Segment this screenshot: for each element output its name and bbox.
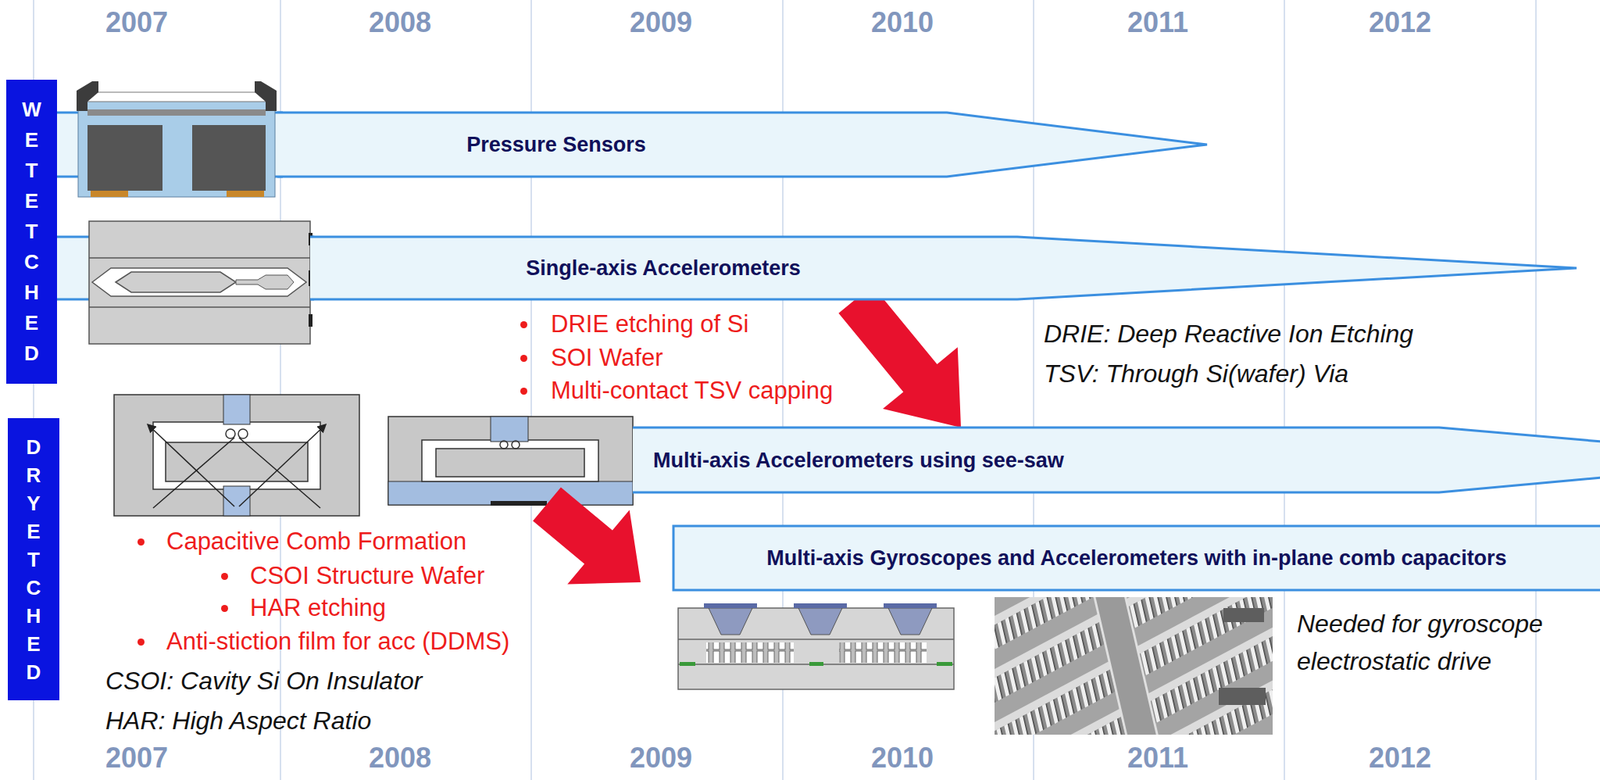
band-outline [632,427,1600,493]
timeline-band: Multi-axis Gyroscopes and Accelerometers… [640,525,1600,590]
comb-sem-photo [994,596,1273,735]
year-label: 2012 [1368,6,1432,39]
band-outline [310,236,1577,300]
process-step: Capacitive Comb Formation [166,526,467,556]
process-step: DRIE etching of Si [550,309,749,339]
process-step: CSOI Structure Wafer [250,560,485,590]
see-saw-accelerometer-figure [114,394,360,516]
gyroscope-cross-section [678,603,954,690]
year-label: 2012 [1368,741,1432,774]
process-step: SOI Wafer [550,342,664,372]
year-label: 2011 [1127,741,1189,774]
bullet-dot [520,354,528,362]
band-outline [673,525,1600,590]
bullet-dot [221,572,229,580]
band-fill [673,525,1600,590]
transition-arrow [532,487,641,585]
bullet-dot [221,604,229,612]
year-label: 2009 [629,6,693,39]
band-title: Multi-axis Accelerometers using see-saw [653,447,1065,473]
bullet-dot [520,387,528,395]
year-label: 2009 [629,741,693,774]
timeline-band: Multi-axis Accelerometers using see-saw [388,427,1600,504]
pressure-sensor-figure [76,81,277,197]
year-label: 2007 [105,6,168,39]
abbreviation-note: TSV: Through Si(wafer) Via [1043,358,1349,389]
year-label: 2008 [368,741,432,774]
year-label: 2011 [1127,6,1189,39]
transition-arrow [838,285,961,428]
process-step: Multi-contact TSV capping [550,375,833,405]
band-fill [310,236,1577,300]
process-label-box: WET ETCHED [6,79,58,384]
abbreviation-note: CSOI: Cavity Si On Insulator [105,665,422,696]
vertical-label: DRY ETCHED [23,432,44,686]
process-label-box: DRY ETCHED [7,417,60,700]
abbreviation-note: HAR: High Aspect Ratio [105,705,372,736]
timeline-band: Single-axis Accelerometers [310,236,1577,300]
year-label: 2008 [368,6,432,39]
year-label: 2010 [871,6,934,39]
band-outline [277,112,1208,177]
bullet-dot [520,321,528,329]
process-step: Anti-stiction film for acc (DDMS) [166,626,510,656]
band-shape [310,236,1577,300]
process-step: HAR etching [250,592,386,622]
year-label: 2007 [105,741,168,774]
band-shape [277,112,1208,177]
abbreviation-note: DRIE: Deep Reactive Ion Etching [1043,318,1414,349]
band-title: Pressure Sensors [466,132,647,158]
year-label: 2010 [871,741,934,774]
bullet-dot [137,538,145,546]
annotation-note: Needed for gyroscope electrostatic drive [1296,604,1600,680]
see-saw-capped-figure [388,416,633,506]
band-fill [277,112,1208,177]
band-fill [632,427,1600,493]
single-axis-accelerometer-figure [89,221,313,344]
bullet-dot [137,638,145,646]
vertical-label: WET ETCHED [21,94,43,369]
band-title: Multi-axis Gyroscopes and Accelerometers… [766,545,1507,571]
band-title: Single-axis Accelerometers [525,255,801,281]
timeline-band: Pressure Sensors [277,112,1208,177]
